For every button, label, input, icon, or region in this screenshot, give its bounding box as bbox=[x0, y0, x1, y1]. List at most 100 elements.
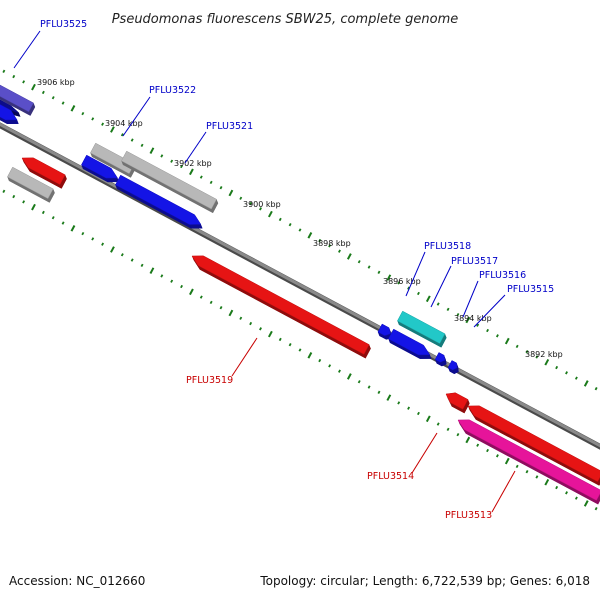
feature-pflu3525-purple bbox=[0, 84, 34, 113]
feature-blue-cds-1-side bbox=[0, 116, 8, 124]
length-label: Length: bbox=[372, 574, 419, 588]
tick-mark bbox=[51, 216, 55, 220]
accession-value: NC_012660 bbox=[76, 574, 146, 588]
tick-mark bbox=[338, 249, 341, 253]
tick-mark bbox=[425, 295, 431, 303]
tick-dot-rows bbox=[2, 69, 598, 511]
gene-label-pflu3515: PFLU3515 bbox=[507, 284, 554, 295]
genes-value: 6,018 bbox=[555, 574, 590, 588]
feature-pflu3521-gray-side bbox=[121, 160, 213, 213]
tick-mark bbox=[318, 238, 322, 243]
tick-mark bbox=[189, 168, 194, 176]
accession-info: Accession: NC_012660 bbox=[9, 574, 145, 588]
tick-mark bbox=[476, 323, 480, 327]
tick-mark bbox=[574, 376, 578, 380]
feature-blue-cds-2-side bbox=[106, 177, 120, 183]
tick-mark bbox=[456, 312, 460, 317]
tick-mark bbox=[328, 244, 332, 248]
feature-pflu3515-blue-b bbox=[447, 360, 458, 371]
tick-mark bbox=[41, 90, 45, 95]
tick-mark bbox=[446, 427, 450, 432]
feature-pflu3516-blue-side bbox=[418, 354, 432, 359]
feature-blue-cds-1-side bbox=[5, 119, 19, 124]
tick-mark bbox=[209, 300, 213, 305]
feature-pflu3515-blue-b-side bbox=[456, 362, 459, 372]
length-value: 6,722,539 bp bbox=[421, 574, 502, 588]
feature-pflu3513-magenta bbox=[457, 419, 600, 501]
tick-mark bbox=[535, 475, 539, 479]
tick-mark bbox=[298, 348, 302, 352]
tick-mark bbox=[259, 207, 262, 211]
gene-label-pflu3517: PFLU3517 bbox=[451, 256, 498, 267]
tick-mark bbox=[456, 432, 460, 437]
tick-mark bbox=[22, 200, 26, 204]
feature-pflu3515-blue-a bbox=[434, 352, 446, 363]
tick-mark bbox=[160, 154, 164, 158]
feature-blue-cds-2 bbox=[81, 154, 118, 179]
tick-mark bbox=[504, 337, 510, 345]
tick-mark bbox=[259, 327, 262, 331]
tick-mark bbox=[425, 415, 431, 423]
feature-gray-1 bbox=[7, 166, 54, 199]
tick-label-3892: 3892 kbp bbox=[525, 350, 563, 359]
gene-label-pflu3513: PFLU3513 bbox=[445, 510, 492, 521]
tick-mark bbox=[228, 189, 234, 197]
tick-mark bbox=[583, 380, 589, 387]
feature-red-cds-1-side bbox=[59, 174, 67, 189]
tick-mark bbox=[436, 302, 440, 306]
gene-features bbox=[0, 84, 600, 505]
accession-label: Accession: bbox=[9, 574, 73, 588]
tick-mark bbox=[515, 344, 519, 349]
tick-mark bbox=[70, 225, 76, 232]
feature-blue-cds-1 bbox=[0, 104, 18, 121]
genome-stats: Topology: circular; Length: 6,722,539 bp… bbox=[260, 574, 590, 588]
feature-pflu3514-red-a-side bbox=[450, 402, 465, 414]
feature-blue-cds-2-side bbox=[81, 164, 108, 183]
tick-mark bbox=[288, 343, 292, 347]
tick-mark bbox=[495, 334, 499, 338]
feature-pflu3517-cyan-side bbox=[397, 320, 442, 348]
tick-mark bbox=[535, 355, 539, 359]
tick-mark bbox=[120, 253, 124, 257]
tick-mark bbox=[486, 328, 490, 333]
tick-mark bbox=[278, 217, 282, 222]
gene-label-pflu3522: PFLU3522 bbox=[149, 85, 196, 96]
tick-mark bbox=[357, 380, 361, 384]
feature-pflu3521-gray bbox=[121, 150, 217, 210]
tick-mark bbox=[525, 350, 529, 354]
tick-mark bbox=[377, 270, 381, 274]
tick-mark bbox=[555, 485, 559, 490]
tick-mark bbox=[130, 258, 134, 262]
tick-mark bbox=[367, 265, 371, 269]
feature-pflu3522-gray bbox=[90, 142, 135, 174]
feature-pflu3525-purple-side bbox=[0, 96, 31, 116]
genes-label: Genes: bbox=[509, 574, 552, 588]
tick-mark bbox=[81, 111, 85, 116]
tick-mark bbox=[407, 406, 411, 410]
feature-pflu3521-blue-side bbox=[115, 184, 192, 229]
tick-mark bbox=[574, 496, 578, 500]
feature-pflu3516-blue bbox=[388, 328, 431, 356]
tick-label-3902: 3902 kbp bbox=[174, 159, 212, 168]
tick-mark bbox=[61, 221, 65, 225]
tick-mark bbox=[149, 267, 155, 274]
feature-pflu3521-gray-side bbox=[211, 199, 219, 213]
tick-mark bbox=[2, 69, 6, 73]
tick-mark bbox=[555, 365, 559, 370]
gene-label-pflu3521: PFLU3521 bbox=[206, 121, 253, 132]
gene-labels: PFLU3525 PFLU3522 PFLU3521 PFLU3518 PFLU… bbox=[40, 19, 554, 521]
tick-mark bbox=[199, 295, 203, 299]
tick-labels: 3906 kbp 3904 kbp 3902 kbp 3900 kbp 3898… bbox=[37, 78, 563, 359]
tick-mark bbox=[31, 83, 36, 91]
feature-pflu3519-red bbox=[191, 255, 370, 355]
tick-mark bbox=[267, 210, 273, 218]
feature-pflu3521-blue-side bbox=[189, 224, 203, 229]
tick-mark bbox=[228, 309, 234, 317]
feature-pflu3522-gray-side bbox=[90, 152, 131, 178]
tick-mark bbox=[397, 401, 401, 405]
tick-label-3896: 3896 kbp bbox=[383, 277, 421, 286]
tick-mark bbox=[278, 337, 282, 342]
gene-label-pflu3519: PFLU3519 bbox=[186, 375, 233, 386]
tick-mark bbox=[219, 186, 223, 190]
feature-pflu3514-red-b-side bbox=[597, 477, 600, 486]
